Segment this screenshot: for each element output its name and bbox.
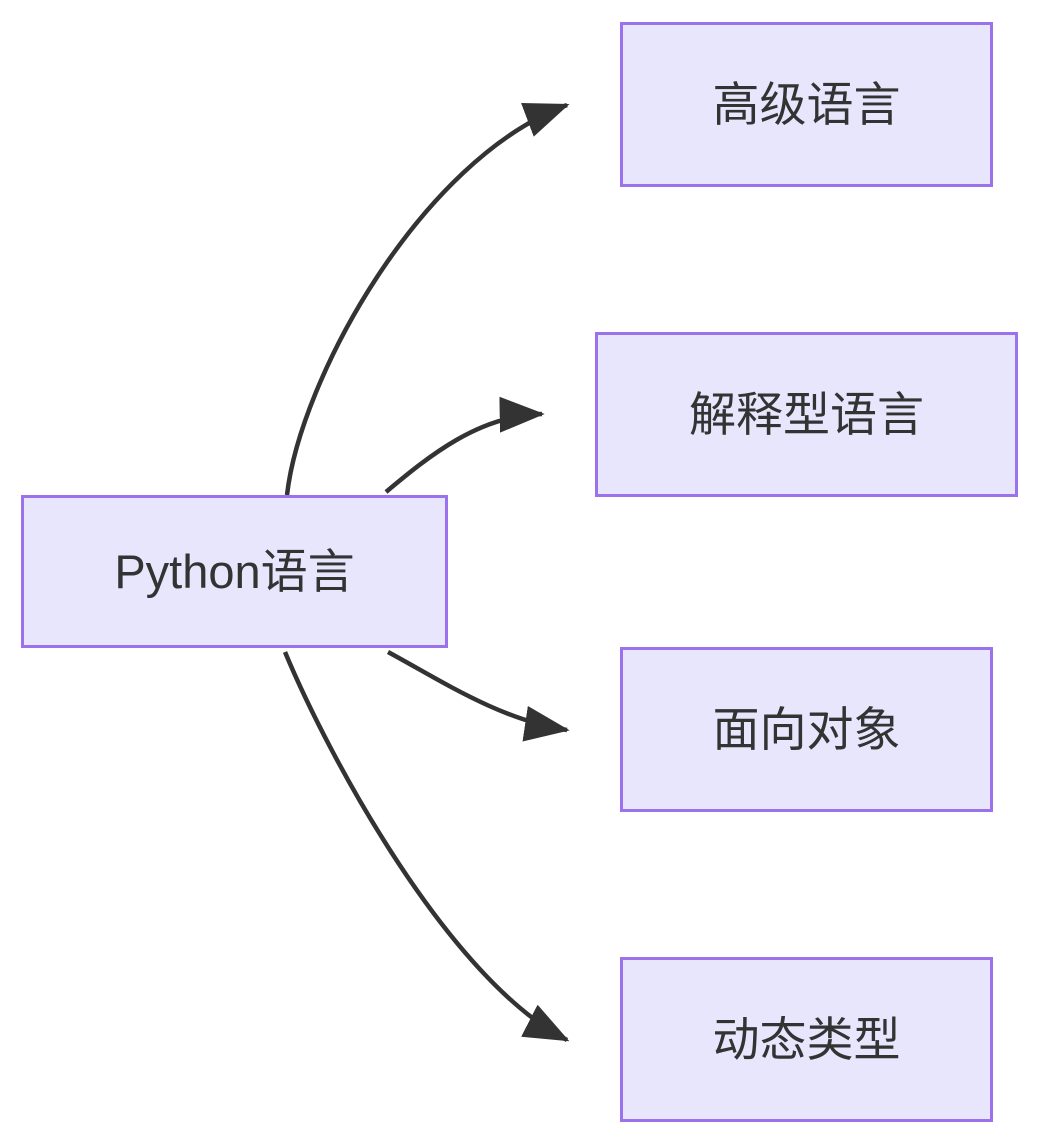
mindmap-node-root[interactable]: Python语言 [21,495,448,648]
mindmap-node-high-level-language[interactable]: 高级语言 [620,22,993,187]
edge-root-to-leaf-0 [284,102,570,496]
mindmap-node-root-label: Python语言 [114,545,355,598]
mindmap-node-dynamic-typing-label: 动态类型 [712,1013,901,1066]
mindmap-node-high-level-language-label: 高级语言 [712,78,901,131]
edge-root-to-leaf-2 [386,650,570,742]
mindmap-node-interpreted-language[interactable]: 解释型语言 [595,332,1018,497]
mindmap-node-object-oriented-label: 面向对象 [712,703,901,756]
mindmap-node-object-oriented[interactable]: 面向对象 [620,647,993,812]
edge-root-to-leaf-3 [282,651,570,1043]
mindmap-node-interpreted-language-label: 解释型语言 [689,388,924,441]
mindmap-node-dynamic-typing[interactable]: 动态类型 [620,957,993,1122]
edge-root-to-leaf-1 [384,396,545,494]
